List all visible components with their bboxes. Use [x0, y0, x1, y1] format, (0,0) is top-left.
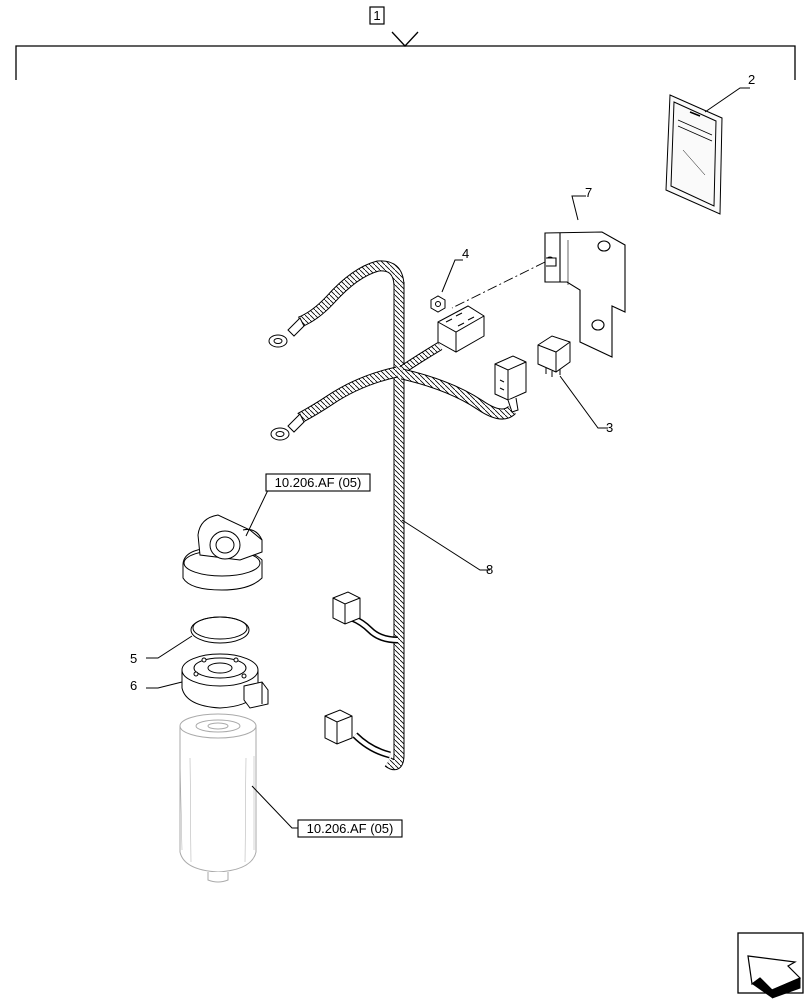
- callout-4-leader: [441, 259, 463, 293]
- ref-lower-box[interactable]: 10.206.AF (05): [297, 819, 403, 838]
- callout-7[interactable]: 7: [585, 185, 592, 200]
- assembly-center-line: [451, 261, 546, 309]
- callout-4[interactable]: 4: [462, 246, 469, 261]
- callout-6-leader: [146, 635, 193, 659]
- ref-lower-leader: [251, 785, 300, 829]
- kit-callout-box[interactable]: 1: [369, 6, 385, 25]
- callout-2-leader: [704, 87, 750, 113]
- sensor-base-part[interactable]: [181, 653, 269, 709]
- callout-2[interactable]: 2: [748, 72, 755, 87]
- ref-upper-label: 10.206.AF (05): [275, 475, 362, 490]
- mounting-bracket-part[interactable]: [544, 231, 626, 358]
- instruction-sheet-part[interactable]: [665, 94, 723, 215]
- nut-part[interactable]: [430, 295, 446, 313]
- callout-3[interactable]: 3: [606, 420, 613, 435]
- callout-6[interactable]: 5: [130, 651, 137, 666]
- ref-lower-label: 10.206.AF (05): [307, 821, 394, 836]
- callout-7-leader: [571, 195, 586, 221]
- callout-8[interactable]: 8: [486, 562, 493, 577]
- ref-upper-box[interactable]: 10.206.AF (05): [265, 473, 371, 492]
- filter-head-reference: [182, 514, 263, 591]
- callout-5[interactable]: 6: [130, 678, 137, 693]
- kit-bracket: [15, 31, 796, 80]
- callout-8-leader: [401, 519, 490, 571]
- o-ring-part[interactable]: [190, 616, 250, 644]
- kit-callout-label: 1: [373, 8, 380, 23]
- relay-part[interactable]: [537, 335, 571, 377]
- fuel-filter-reference: [179, 713, 257, 883]
- callout-3-leader: [559, 375, 608, 429]
- callout-5-leader: [146, 681, 183, 689]
- wiring-harness-part[interactable]: [268, 260, 527, 771]
- navigate-back-icon[interactable]: [737, 932, 804, 999]
